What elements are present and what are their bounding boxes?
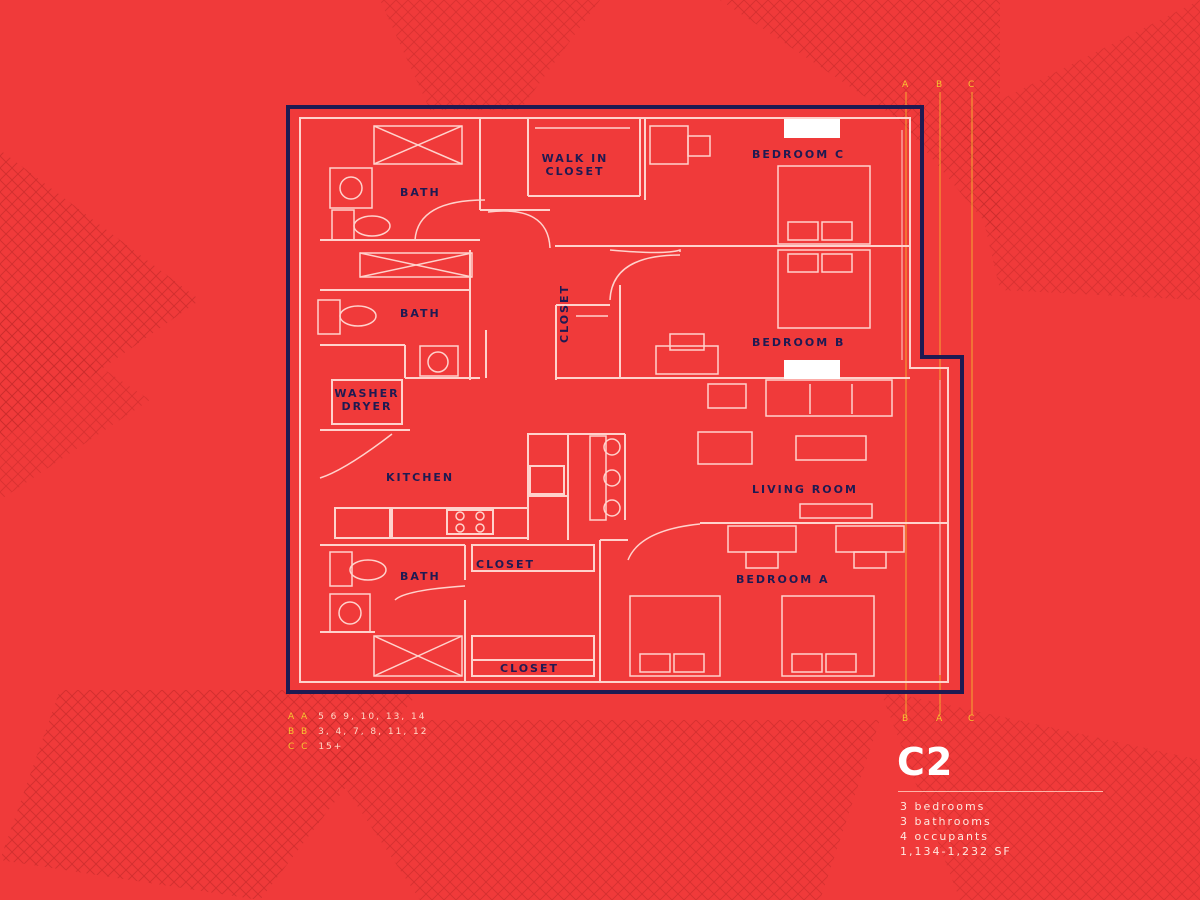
room-label-bath-3: BATH [400,570,441,583]
room-label-kitchen: KITCHEN [386,471,455,484]
floors-key-row-a: A A 5 6 9, 10, 13, 14 [288,712,426,722]
windows [784,119,941,675]
floors-key-letter: B B [288,727,310,737]
floors-key-row-b: B B 3, 4, 7, 8, 11, 12 [288,727,429,737]
unit-bedrooms: 3 bedrooms [900,800,986,813]
unit-area: 1,134-1,232 SF [900,845,1012,858]
unit-occupants: 4 occupants [900,830,990,843]
unit-bathrooms: 3 bathrooms [900,815,992,828]
floors-key-letter: C C [288,742,310,752]
floors-key-values: 3, 4, 7, 8, 11, 12 [318,727,429,737]
room-label-living-room: LIVING ROOM [752,483,858,496]
fixtures [317,125,621,677]
unit-name: C2 [897,740,954,784]
room-label-closet-b: CLOSET [558,284,571,343]
axis-marker-bottom-3: C [968,714,975,724]
room-label-bedroom-b: BEDROOM B [752,336,846,349]
room-label-bedroom-c: BEDROOM C [752,148,846,161]
room-label-walk-in-closet: WALK IN CLOSET [541,152,609,178]
axis-marker-bottom-2: A [936,714,943,724]
divider [898,791,1103,792]
door-swings [299,199,701,601]
exterior-walls [286,105,964,694]
room-label-washer-dryer: WASHER DRYER [334,387,400,413]
room-label-closet-a1: CLOSET [476,558,535,571]
room-label-bedroom-a: BEDROOM A [736,573,830,586]
axis-marker-bottom-1: B [902,714,909,724]
floors-key-letter: A A [288,712,310,722]
room-label-closet-a2: CLOSET [500,662,559,675]
room-label-bath-1: BATH [400,186,441,199]
interior-walls [320,118,948,682]
axis-marker-top-3: C [968,80,975,90]
axis-marker-top-2: B [936,80,943,90]
axis-marker-top-1: A [902,80,909,90]
furniture [535,125,905,677]
floors-key-row-c: C C 15+ [288,742,343,752]
room-label-bath-2: BATH [400,307,441,320]
floors-key-values: 15+ [318,742,344,752]
floors-key-values: 5 6 9, 10, 13, 14 [318,712,427,722]
